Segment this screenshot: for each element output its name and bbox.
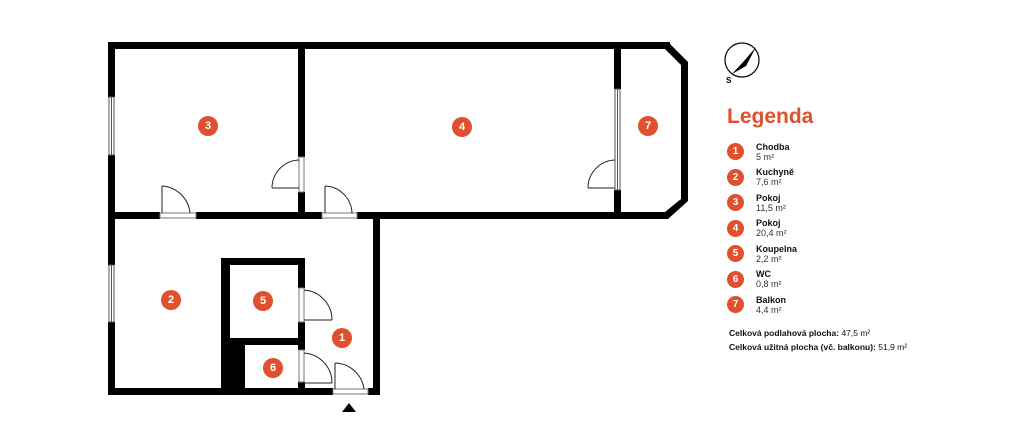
legend-badge: 1 — [727, 143, 744, 161]
room-area: 4,4 m² — [756, 304, 782, 315]
legend-badge: 7 — [727, 296, 744, 314]
room-badge-1: 1 — [332, 328, 352, 348]
legend-badge: 2 — [727, 168, 744, 186]
floor-area-label: Celková podlahová plocha: — [729, 328, 840, 338]
room-area: 11,5 m² — [756, 202, 786, 213]
room-name: Chodba — [756, 141, 790, 152]
legend-badge: 5 — [727, 245, 744, 263]
room-area: 7,6 m² — [756, 177, 782, 188]
legend-item: 2 Kuchyně 7,6 m² — [727, 165, 813, 191]
room-name: Pokoj — [756, 192, 781, 203]
walls — [108, 42, 688, 395]
compass-label: S — [726, 76, 732, 85]
room-name: Koupelna — [756, 243, 798, 254]
room-badge-3: 3 — [198, 116, 218, 136]
totals: Celková podlahová plocha: 47,5 m² Celkov… — [729, 326, 907, 354]
room-name: WC — [756, 269, 771, 280]
legend-item: 7 Balkon 4,4 m² — [727, 292, 813, 318]
room-area: 5 m² — [756, 151, 774, 162]
legend-badge: 6 — [727, 270, 744, 288]
legend-item: 4 Pokoj 20,4 m² — [727, 216, 813, 242]
entrance-arrow-icon — [342, 403, 356, 412]
legend-item: 5 Koupelna 2,2 m² — [727, 241, 813, 267]
usable-area-value: 51,9 m² — [878, 342, 908, 352]
legend-item: 6 WC 0,8 m² — [727, 267, 813, 293]
room-name: Kuchyně — [756, 167, 795, 178]
doors — [159, 156, 616, 395]
legend-item: 1 Chodba 5 m² — [727, 139, 813, 165]
legend-badge: 4 — [727, 219, 744, 237]
room-name: Pokoj — [756, 218, 781, 229]
room-badge-2: 2 — [161, 290, 181, 310]
legend-item: 3 Pokoj 11,5 m² — [727, 190, 813, 216]
windows — [108, 88, 621, 323]
room-area: 20,4 m² — [756, 228, 787, 239]
room-badge-7: 7 — [638, 116, 658, 136]
room-badge-4: 4 — [452, 117, 472, 137]
floor-area-value: 47,5 m² — [841, 328, 871, 338]
room-name: Balkon — [756, 294, 787, 305]
room-area: 2,2 m² — [756, 253, 782, 264]
room-badge-6: 6 — [263, 358, 283, 378]
legend-badge: 3 — [727, 194, 744, 212]
legend-title: Legenda — [727, 105, 814, 128]
room-area: 0,8 m² — [756, 279, 782, 290]
usable-area-label: Celková užitná plocha (vč. balkonu): — [729, 342, 876, 352]
compass-icon — [724, 42, 760, 78]
room-badge-5: 5 — [253, 291, 273, 311]
